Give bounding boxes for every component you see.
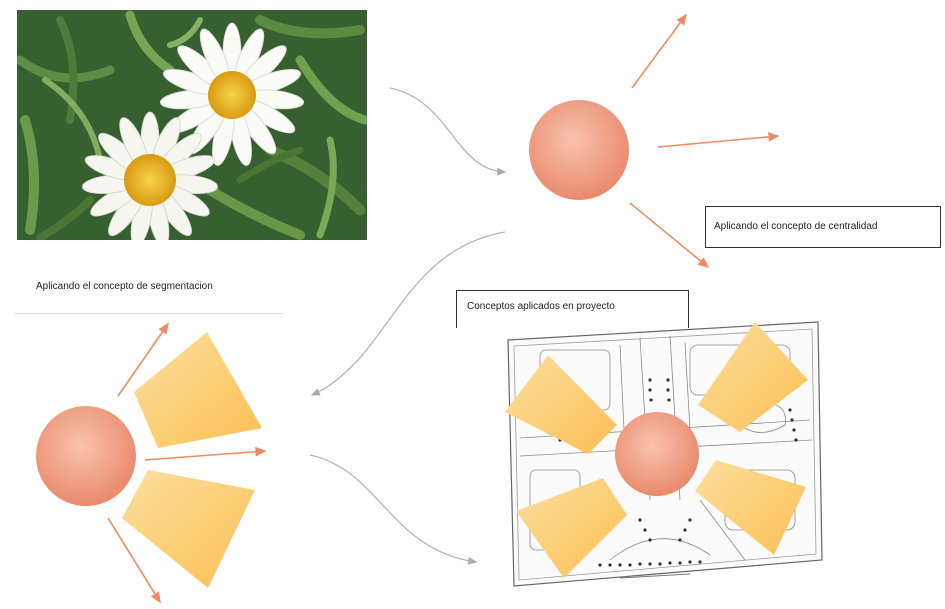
segmentation-wedge-bottom	[122, 470, 255, 588]
plan-circle	[615, 412, 699, 496]
centrality-arrow-right	[657, 132, 780, 148]
label-segmentation-text: Aplicando el concepto de segmentacion	[36, 281, 213, 292]
centrality-diagram	[529, 13, 780, 269]
daisy-small	[81, 111, 219, 240]
daisy-large	[159, 22, 305, 166]
site-plan	[505, 321, 823, 587]
label-project: Conceptos aplicados en proyecto	[456, 290, 689, 328]
segmentation-wedge-top	[134, 332, 262, 448]
centrality-circle	[529, 100, 629, 200]
connector-centrality-to-segmentation	[310, 231, 506, 396]
plan-wedge-bottom-right	[695, 460, 806, 555]
segmentation-arrow-up	[117, 322, 169, 397]
plan-wedge-bottom-left	[516, 478, 627, 578]
segmentation-arrow-right	[144, 446, 267, 461]
plan-wedge-top-right	[698, 322, 808, 432]
connector-photo-to-centrality	[389, 87, 507, 176]
label-segmentation: Aplicando el concepto de segmentacion	[14, 270, 284, 314]
segmentation-arrow-down	[107, 517, 161, 604]
connector-arrows	[309, 87, 507, 565]
plan-wedge-top-left	[505, 355, 617, 454]
daisy-photo	[17, 10, 367, 240]
grass-leaves	[17, 10, 367, 240]
connector-segmentation-to-project	[309, 454, 478, 565]
segmentation-circle	[36, 406, 136, 506]
label-centrality-text: Aplicando el concepto de centralidad	[714, 221, 878, 232]
centrality-arrow-up	[631, 13, 687, 89]
centrality-arrow-down	[629, 202, 710, 269]
site-plan-trees	[558, 378, 798, 567]
segmentation-diagram	[36, 322, 267, 604]
label-project-text: Conceptos aplicados en proyecto	[467, 301, 615, 312]
label-centrality: Aplicando el concepto de centralidad	[705, 206, 941, 248]
